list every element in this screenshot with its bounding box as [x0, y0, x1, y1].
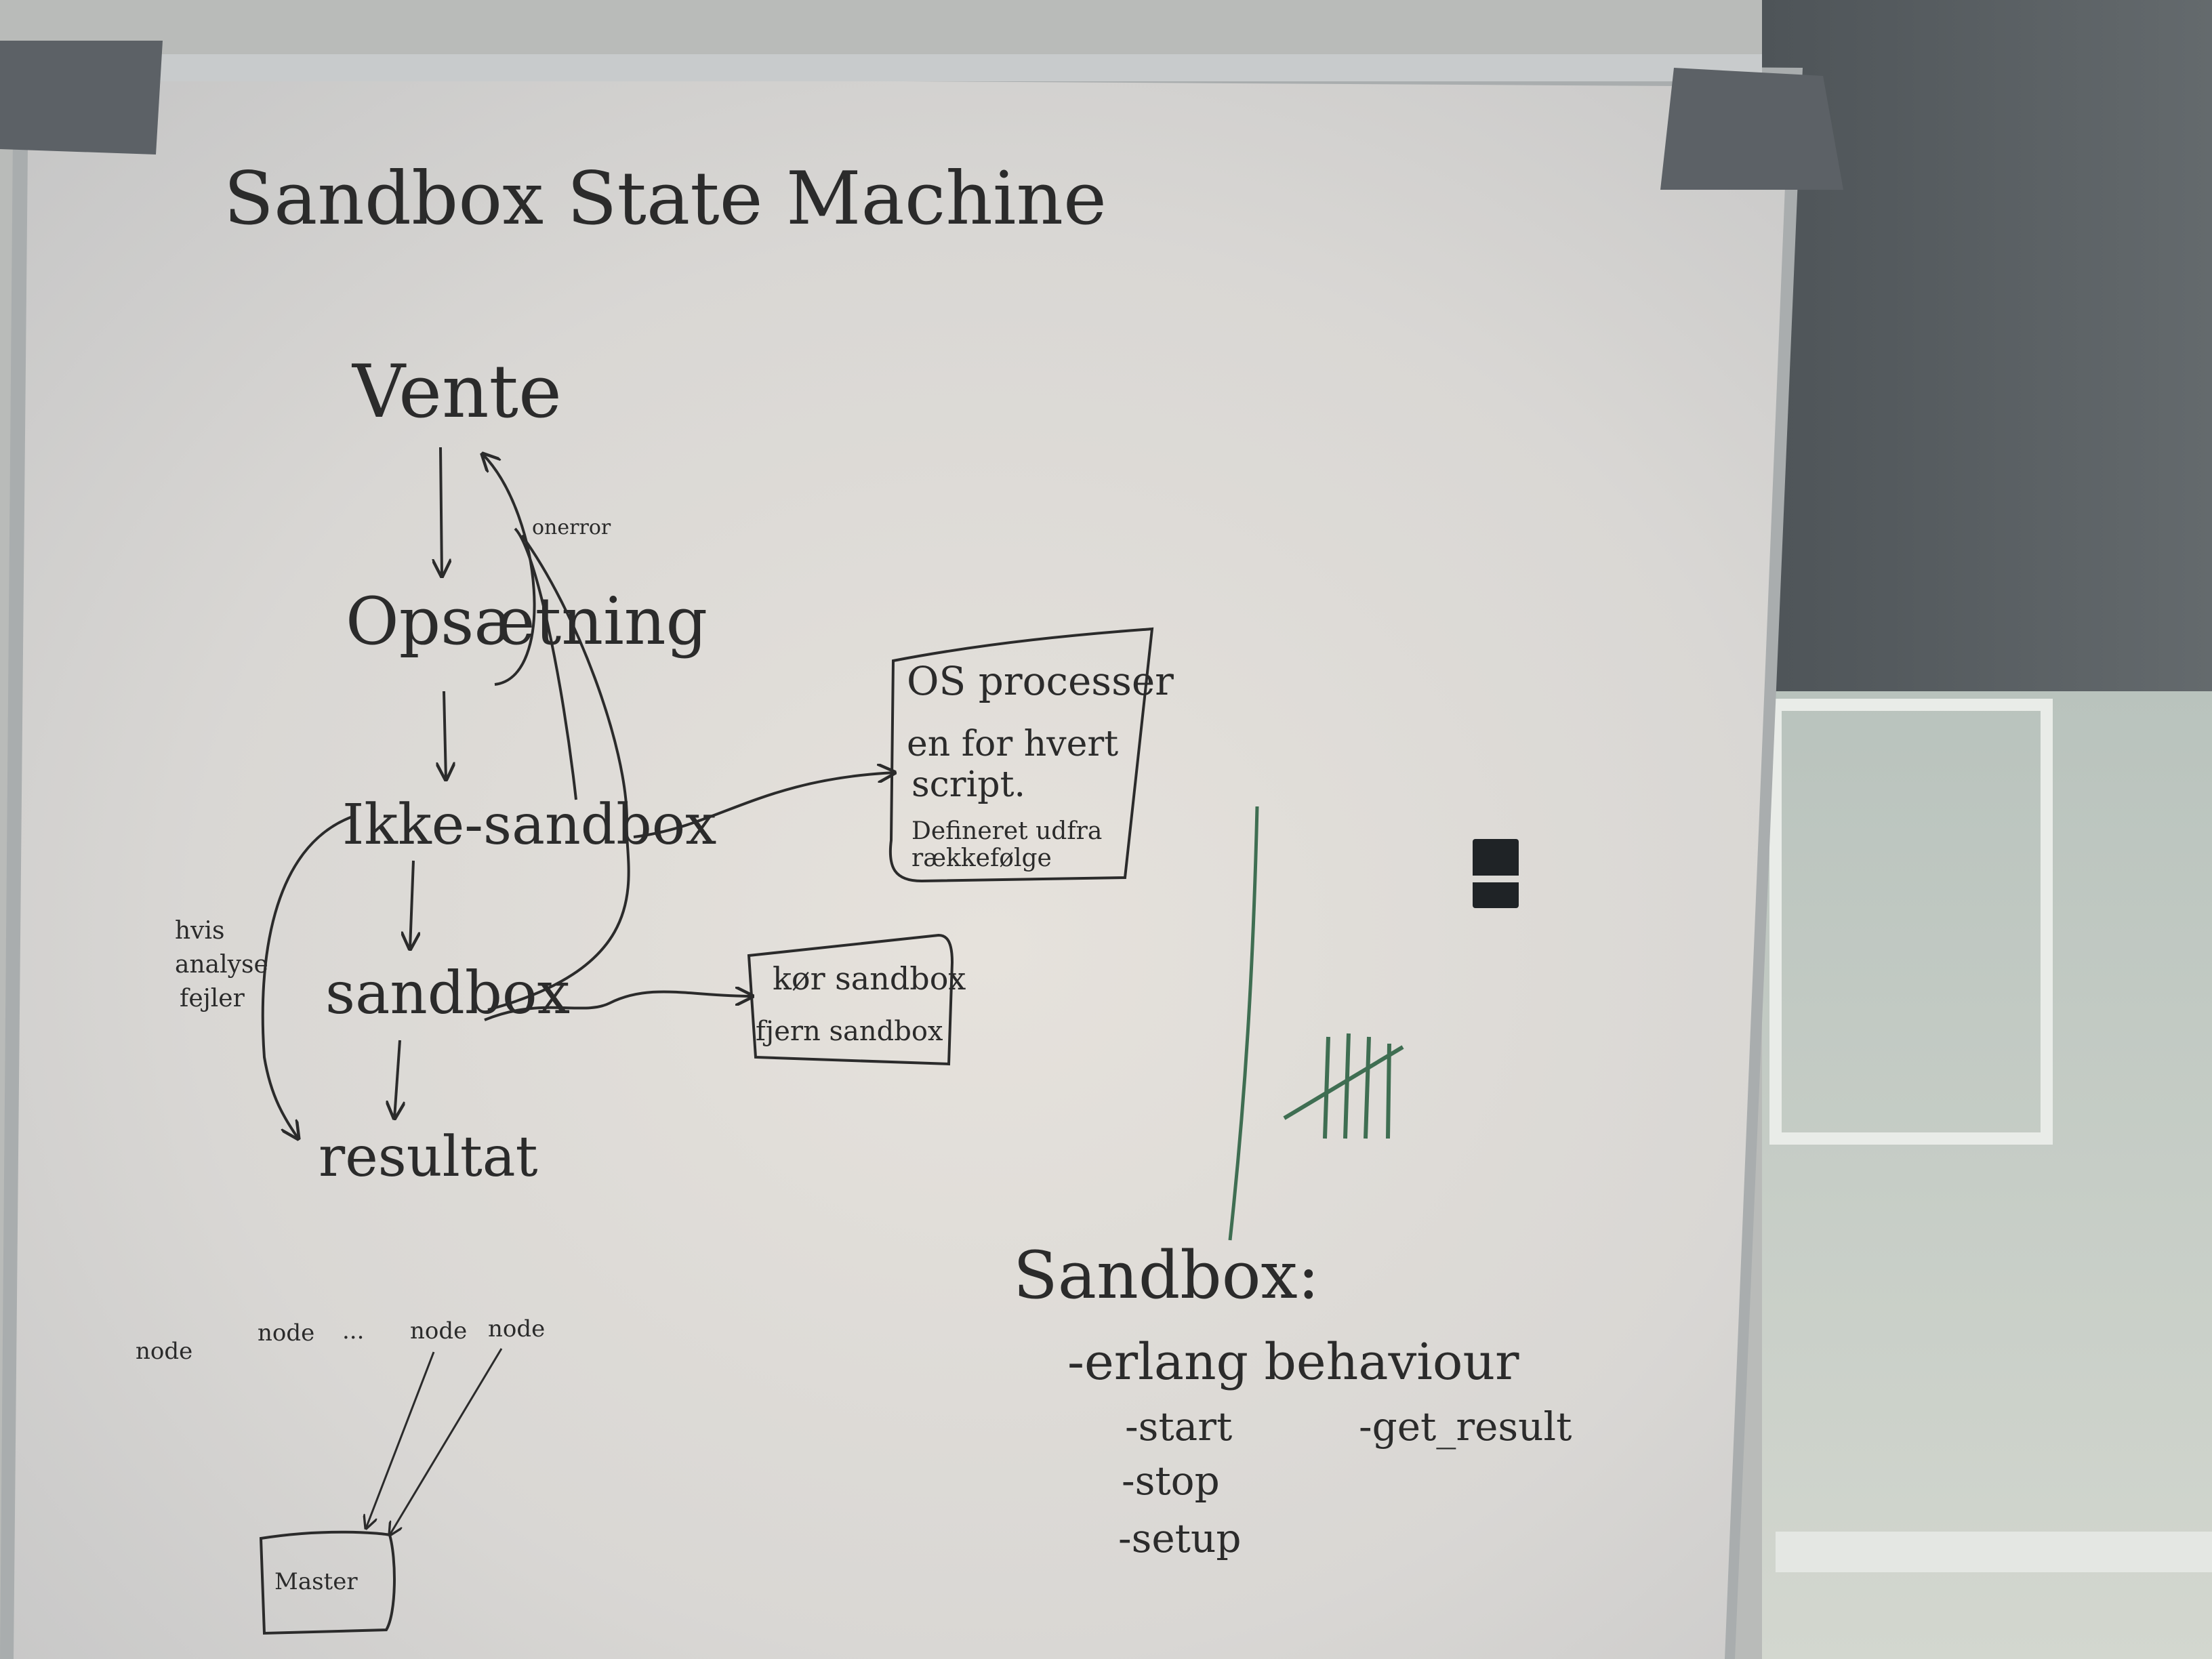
board-magnet	[1473, 839, 1519, 908]
node-ellipsis: ...	[342, 1317, 364, 1345]
arrow-sandbox-resultat	[394, 1040, 400, 1118]
arrow-node4-master	[390, 1348, 503, 1535]
tally-1	[1323, 1036, 1330, 1139]
sandbox-actions-box	[747, 933, 954, 1066]
arrow-ikke-sandbox-onerror	[514, 527, 577, 800]
node-master-arrows	[366, 1348, 503, 1535]
notes-behaviour: -erlang behaviour	[1067, 1333, 1519, 1391]
os-box-line-1: OS processer	[907, 658, 1174, 704]
label-onerror: onerror	[532, 516, 611, 539]
board-magnet-stripe	[1473, 876, 1519, 882]
os-box-line-4: Defineret udfra	[912, 817, 1102, 845]
window-sill	[1776, 1532, 2212, 1572]
arrow-opsaetning-vente-onerror	[483, 454, 536, 686]
label-fejler: fejler	[180, 985, 245, 1012]
node-2: node	[258, 1319, 314, 1347]
tally-marks	[1283, 1033, 1404, 1139]
node-1: node	[136, 1338, 192, 1365]
arrow-node3-master	[366, 1351, 435, 1528]
node-4: node	[488, 1315, 545, 1343]
tape-left	[0, 41, 163, 155]
whiteboard-surface	[14, 76, 1789, 1659]
state-vente: Vente	[351, 350, 562, 434]
tally-strike	[1283, 1045, 1404, 1120]
tape-right	[1660, 68, 1843, 190]
notes-callback-start: -start	[1125, 1404, 1232, 1450]
marker-tray	[149, 54, 1762, 81]
arrow-ikke-sandbox-os	[633, 773, 895, 838]
arrow-ikke-sandbox-sandbox	[410, 860, 413, 949]
tally-4	[1386, 1043, 1391, 1139]
arrow-sandbox-box	[484, 991, 752, 1021]
arrow-sandbox-onerror	[487, 534, 630, 1011]
arrow-vente-opsaetning	[441, 447, 442, 576]
state-resultat: resultat	[319, 1125, 538, 1189]
state-sandbox: sandbox	[325, 960, 570, 1027]
sandbox-box-line-2: fjern sandbox	[756, 1016, 943, 1047]
master-label: Master	[274, 1568, 358, 1595]
window-frame	[1769, 699, 2053, 1145]
node-3: node	[410, 1317, 467, 1345]
transition-arrows	[261, 447, 895, 1139]
notes-callback-setup: -setup	[1118, 1515, 1241, 1561]
label-hvis: hvis	[175, 917, 225, 945]
tally-3	[1364, 1036, 1371, 1139]
tally-2	[1343, 1033, 1351, 1139]
curtain	[1762, 0, 2212, 691]
state-opsaetning: Opsætning	[346, 583, 708, 659]
os-box-line-3: script.	[912, 764, 1025, 805]
notes-callback-get-result: -get_result	[1359, 1404, 1572, 1450]
master-box	[259, 1530, 396, 1635]
window	[1762, 691, 2212, 1659]
arrow-ikke-sandbox-resultat	[261, 815, 353, 1139]
arrow-opsaetning-ikke-sandbox	[444, 691, 446, 779]
os-box-line-2: en for hvert	[907, 724, 1118, 764]
state-ikke-sandbox: Ikke-sandbox	[342, 793, 716, 857]
notes-callback-stop: -stop	[1122, 1458, 1220, 1504]
os-box-line-5: rækkefølge	[912, 844, 1052, 872]
sandbox-box-line-1: kør sandbox	[773, 960, 966, 997]
os-processer-box	[888, 627, 1154, 883]
notes-heading: Sandbox:	[1013, 1237, 1319, 1313]
green-divider-line	[1228, 806, 1259, 1241]
diagram-title: Sandbox State Machine	[224, 157, 1107, 241]
label-analyse: analyse	[175, 951, 268, 979]
